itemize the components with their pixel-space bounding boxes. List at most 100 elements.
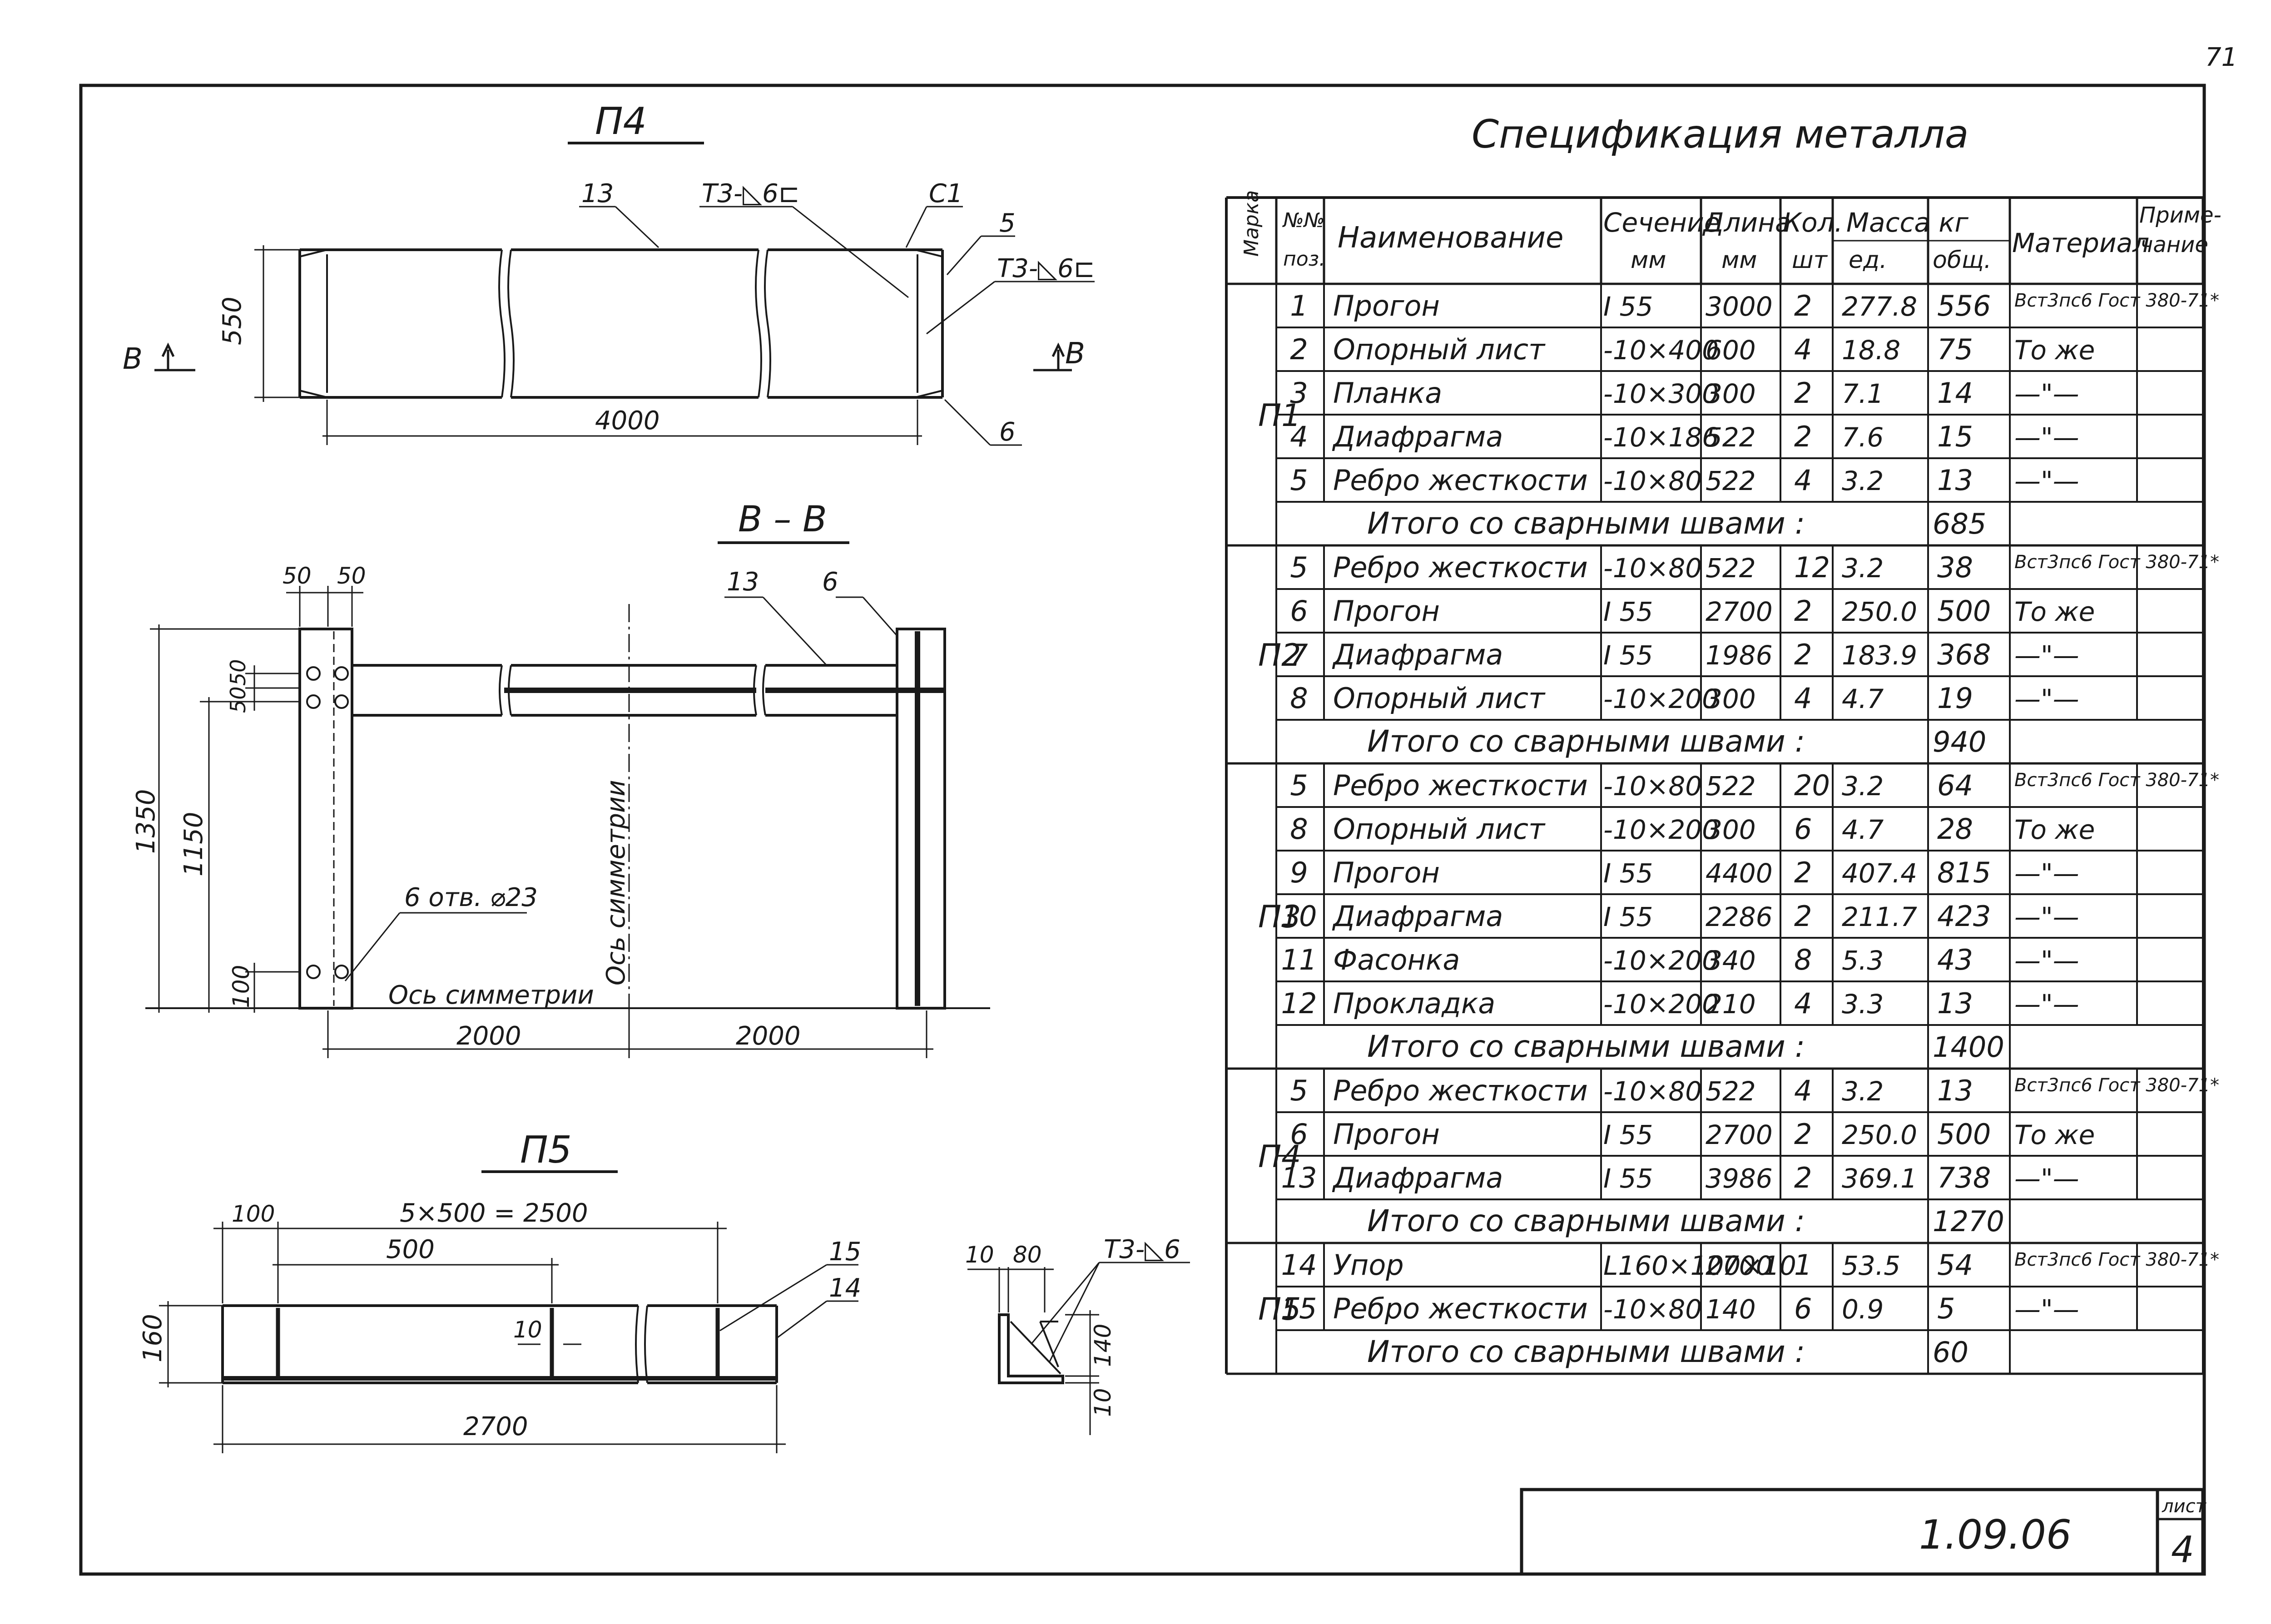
cell-qty: 2 [1794,376,1812,410]
bb-title: В – В [738,499,827,540]
cell-name: Прокладка [1333,987,1495,1020]
cell-name: Ребро жесткости [1333,551,1588,584]
cell-length: 522 [1706,422,1756,453]
header-qty-2: шт [1792,247,1828,274]
cell-qty: 4 [1794,333,1812,366]
cell-qty: 2 [1794,900,1812,933]
cell-pos: 7 [1290,638,1308,671]
cell-name: Опорный лист [1333,682,1546,715]
cell-name: Прогон [1333,1118,1440,1151]
cell-pos: 8 [1290,812,1308,846]
cell-pos: 15 [1281,1292,1317,1325]
cell-unit: 0.9 [1842,1294,1884,1325]
header-material: Материал [2012,228,2149,258]
cell-length: 3000 [1706,291,1773,322]
sheet-number: 4 [2171,1529,2194,1571]
cell-material: —"— [2014,989,2079,1020]
cell-section: I 55 [1603,1163,1653,1194]
p5-dim-160: 160 [138,1314,168,1362]
cell-pos: 1 [1290,289,1308,322]
page-number: 71 [2205,43,2237,72]
p4-beam [298,248,944,399]
bb-dim-100: 100 [228,965,254,1008]
cell-qty: 4 [1794,987,1812,1020]
cell-section: -10×200 [1603,683,1719,714]
cell-unit: 277.8 [1842,291,1917,322]
cell-section: -10×80 [1603,553,1702,584]
cell-pos: 13 [1281,1161,1317,1194]
cell-total: 75 [1937,333,1973,366]
cell-pos: 6 [1290,594,1308,628]
p4-callout-weld-2: Т3-◺6⊏ [997,254,1095,283]
cell-length: 522 [1706,553,1756,584]
cell-length: 1986 [1706,640,1773,671]
cell-total: 556 [1937,289,1991,322]
bb-axis-horizontal: Ось симметрии [388,980,594,1010]
cell-section: -10×200 [1603,814,1719,845]
cell-material: —"— [2014,378,2079,409]
cell-name: Опорный лист [1333,333,1546,366]
cell-section: I 55 [1603,596,1653,627]
cell-qty: 6 [1794,812,1812,846]
cell-total: 423 [1937,900,1991,933]
p4-callout-13: 13 [581,179,614,208]
cell-length: 600 [1706,335,1756,366]
cell-unit: 250.0 [1842,1119,1917,1150]
cell-total: 54 [1937,1248,1973,1282]
p5-dim-10: 10 [513,1317,542,1343]
angle-weld: Т3-◺6 [1104,1235,1180,1264]
bb-dim-1350: 1350 [131,789,161,854]
cell-total: 13 [1937,464,1973,497]
cell-qty: 2 [1794,594,1812,628]
cell-section: -10×80 [1603,465,1702,496]
cell-length: 140 [1706,1294,1756,1325]
cell-material: Вст3пс6 Гост 380-71* [2014,290,2219,311]
header-note-1: Приме- [2139,203,2221,228]
group-total-label: Итого со сварными швами : [1367,724,1805,759]
cell-pos: 5 [1290,464,1308,497]
cell-unit: 211.7 [1842,901,1917,932]
cell-unit: 3.2 [1842,1076,1884,1107]
cell-qty: 2 [1794,856,1812,889]
cell-name: Планка [1333,376,1442,410]
group-total-label: Итого со сварными швами : [1367,1203,1805,1238]
cell-unit: 3.2 [1842,771,1884,802]
angle-dim-140: 140 [1090,1324,1116,1367]
cell-section: -10×400 [1603,335,1719,366]
header-marka: Марка [1240,190,1263,257]
cell-total: 43 [1937,943,1973,976]
cell-name: Опорный лист [1333,812,1546,846]
cell-unit: 4.7 [1842,683,1884,714]
cell-length: 2286 [1706,901,1773,932]
cell-total: 64 [1937,769,1973,802]
cell-material: То же [2014,814,2095,845]
cell-material: То же [2014,335,2095,366]
p5-view: П5 100 5×500 = 2500 500 10 160 2700 [138,1129,861,1453]
cell-total: 738 [1937,1161,1991,1194]
header-mass: Масса кг [1846,207,1969,238]
cell-material: —"— [2014,683,2079,714]
cell-unit: 53.5 [1842,1250,1900,1281]
bb-axis-vertical: Ось симметрии [601,780,631,985]
cell-material: То же [2014,1119,2095,1150]
cell-name: Диафрагма [1332,420,1503,453]
cell-unit: 7.6 [1842,422,1884,453]
header-note-2: чание [2140,232,2208,257]
cell-length: 300 [1706,683,1756,714]
cell-total: 28 [1937,812,1973,846]
cell-material: —"— [2014,1163,2079,1194]
cell-material: —"— [2014,901,2079,932]
cell-pos: 8 [1290,682,1308,715]
cell-unit: 18.8 [1842,335,1900,366]
cell-pos: 4 [1290,420,1308,453]
p5-dims [159,1222,858,1453]
p5-dim-2700: 2700 [463,1412,528,1441]
section-mark-left: В [123,342,143,376]
cell-name: Прогон [1333,594,1440,628]
header-pos-2: поз. [1283,248,1325,271]
cell-total: 38 [1937,551,1973,584]
cell-material: Вст3пс6 Гост 380-71* [2014,1249,2219,1270]
cell-pos: 12 [1281,987,1317,1020]
bb-callout-6: 6 [822,567,838,597]
